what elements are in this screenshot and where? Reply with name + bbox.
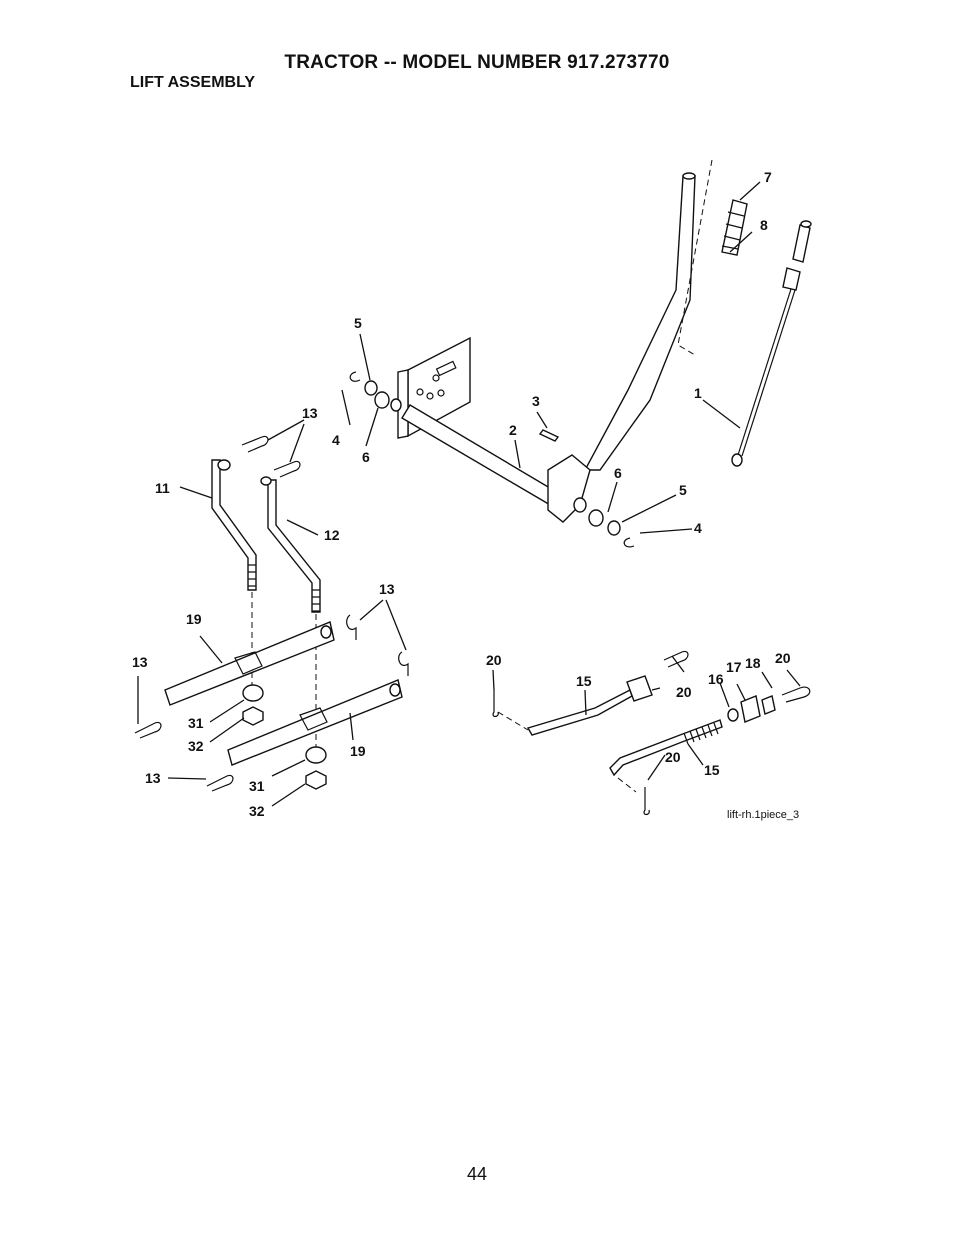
lift-shaft [401, 404, 591, 523]
hairpin-clip [273, 460, 301, 478]
callout-7: 7 [764, 169, 772, 185]
callout-31: 31 [188, 715, 204, 731]
callout-16: 16 [708, 671, 724, 687]
page-number: 44 [466, 1164, 488, 1184]
hairpin-clip [346, 614, 357, 640]
lift-handle [583, 172, 696, 471]
callout-20: 20 [775, 650, 791, 666]
hairpin-clip [643, 787, 650, 816]
callout-20: 20 [486, 652, 502, 668]
callout-13: 13 [302, 405, 318, 421]
callout-8: 8 [760, 217, 768, 233]
adjustment-rod-lower [609, 719, 723, 777]
callout-6: 6 [362, 449, 370, 465]
section-title: LIFT ASSEMBLY [130, 74, 256, 91]
clevis-pin [538, 429, 560, 442]
lift-link-11 [211, 459, 257, 591]
lift-rod [731, 220, 812, 467]
callout-1: 1 [694, 385, 702, 401]
callout-13: 13 [145, 770, 161, 786]
hairpin-clip [398, 651, 409, 676]
page-title: TRACTOR -- MODEL NUMBER 917.273770 [284, 52, 670, 73]
callout-19: 19 [186, 611, 202, 627]
callout-20: 20 [676, 684, 692, 700]
callout-13: 13 [132, 654, 148, 670]
hairpin-clip [206, 774, 234, 792]
hairpin-clip [663, 650, 689, 668]
callout-20: 20 [665, 749, 681, 765]
nuts-washers [242, 684, 327, 790]
callout-3: 3 [532, 393, 540, 409]
lift-link-12 [260, 476, 321, 613]
callout-15: 15 [576, 673, 592, 689]
callout-5: 5 [354, 315, 362, 331]
callout-31: 31 [249, 778, 265, 794]
callout-32: 32 [188, 738, 204, 754]
callout-19: 19 [350, 743, 366, 759]
callout-4: 4 [332, 432, 340, 448]
callout-11: 11 [155, 480, 170, 496]
figure-code: lift-rh.1piece_3 [727, 809, 800, 821]
callout-2: 2 [509, 422, 517, 438]
callout-15: 15 [704, 762, 720, 778]
adjustment-rod-upper [526, 675, 661, 736]
callout-6: 6 [614, 465, 622, 481]
hairpin-clip [492, 690, 499, 718]
right-hardware [573, 497, 635, 548]
handle-grip [721, 199, 748, 256]
hairpin-clip [134, 721, 162, 739]
callout-18: 18 [745, 655, 761, 671]
trunnion-hardware [727, 686, 811, 723]
callout-12: 12 [324, 527, 340, 543]
lift-arm-upper [164, 621, 335, 706]
callout-5: 5 [679, 482, 687, 498]
callout-13: 13 [379, 581, 395, 597]
left-hardware [349, 371, 402, 412]
hairpin-clip [241, 435, 269, 453]
callout-32: 32 [249, 803, 265, 819]
callout-4: 4 [694, 520, 702, 536]
callout-17: 17 [726, 659, 742, 675]
lift-arm-lower [227, 679, 403, 766]
